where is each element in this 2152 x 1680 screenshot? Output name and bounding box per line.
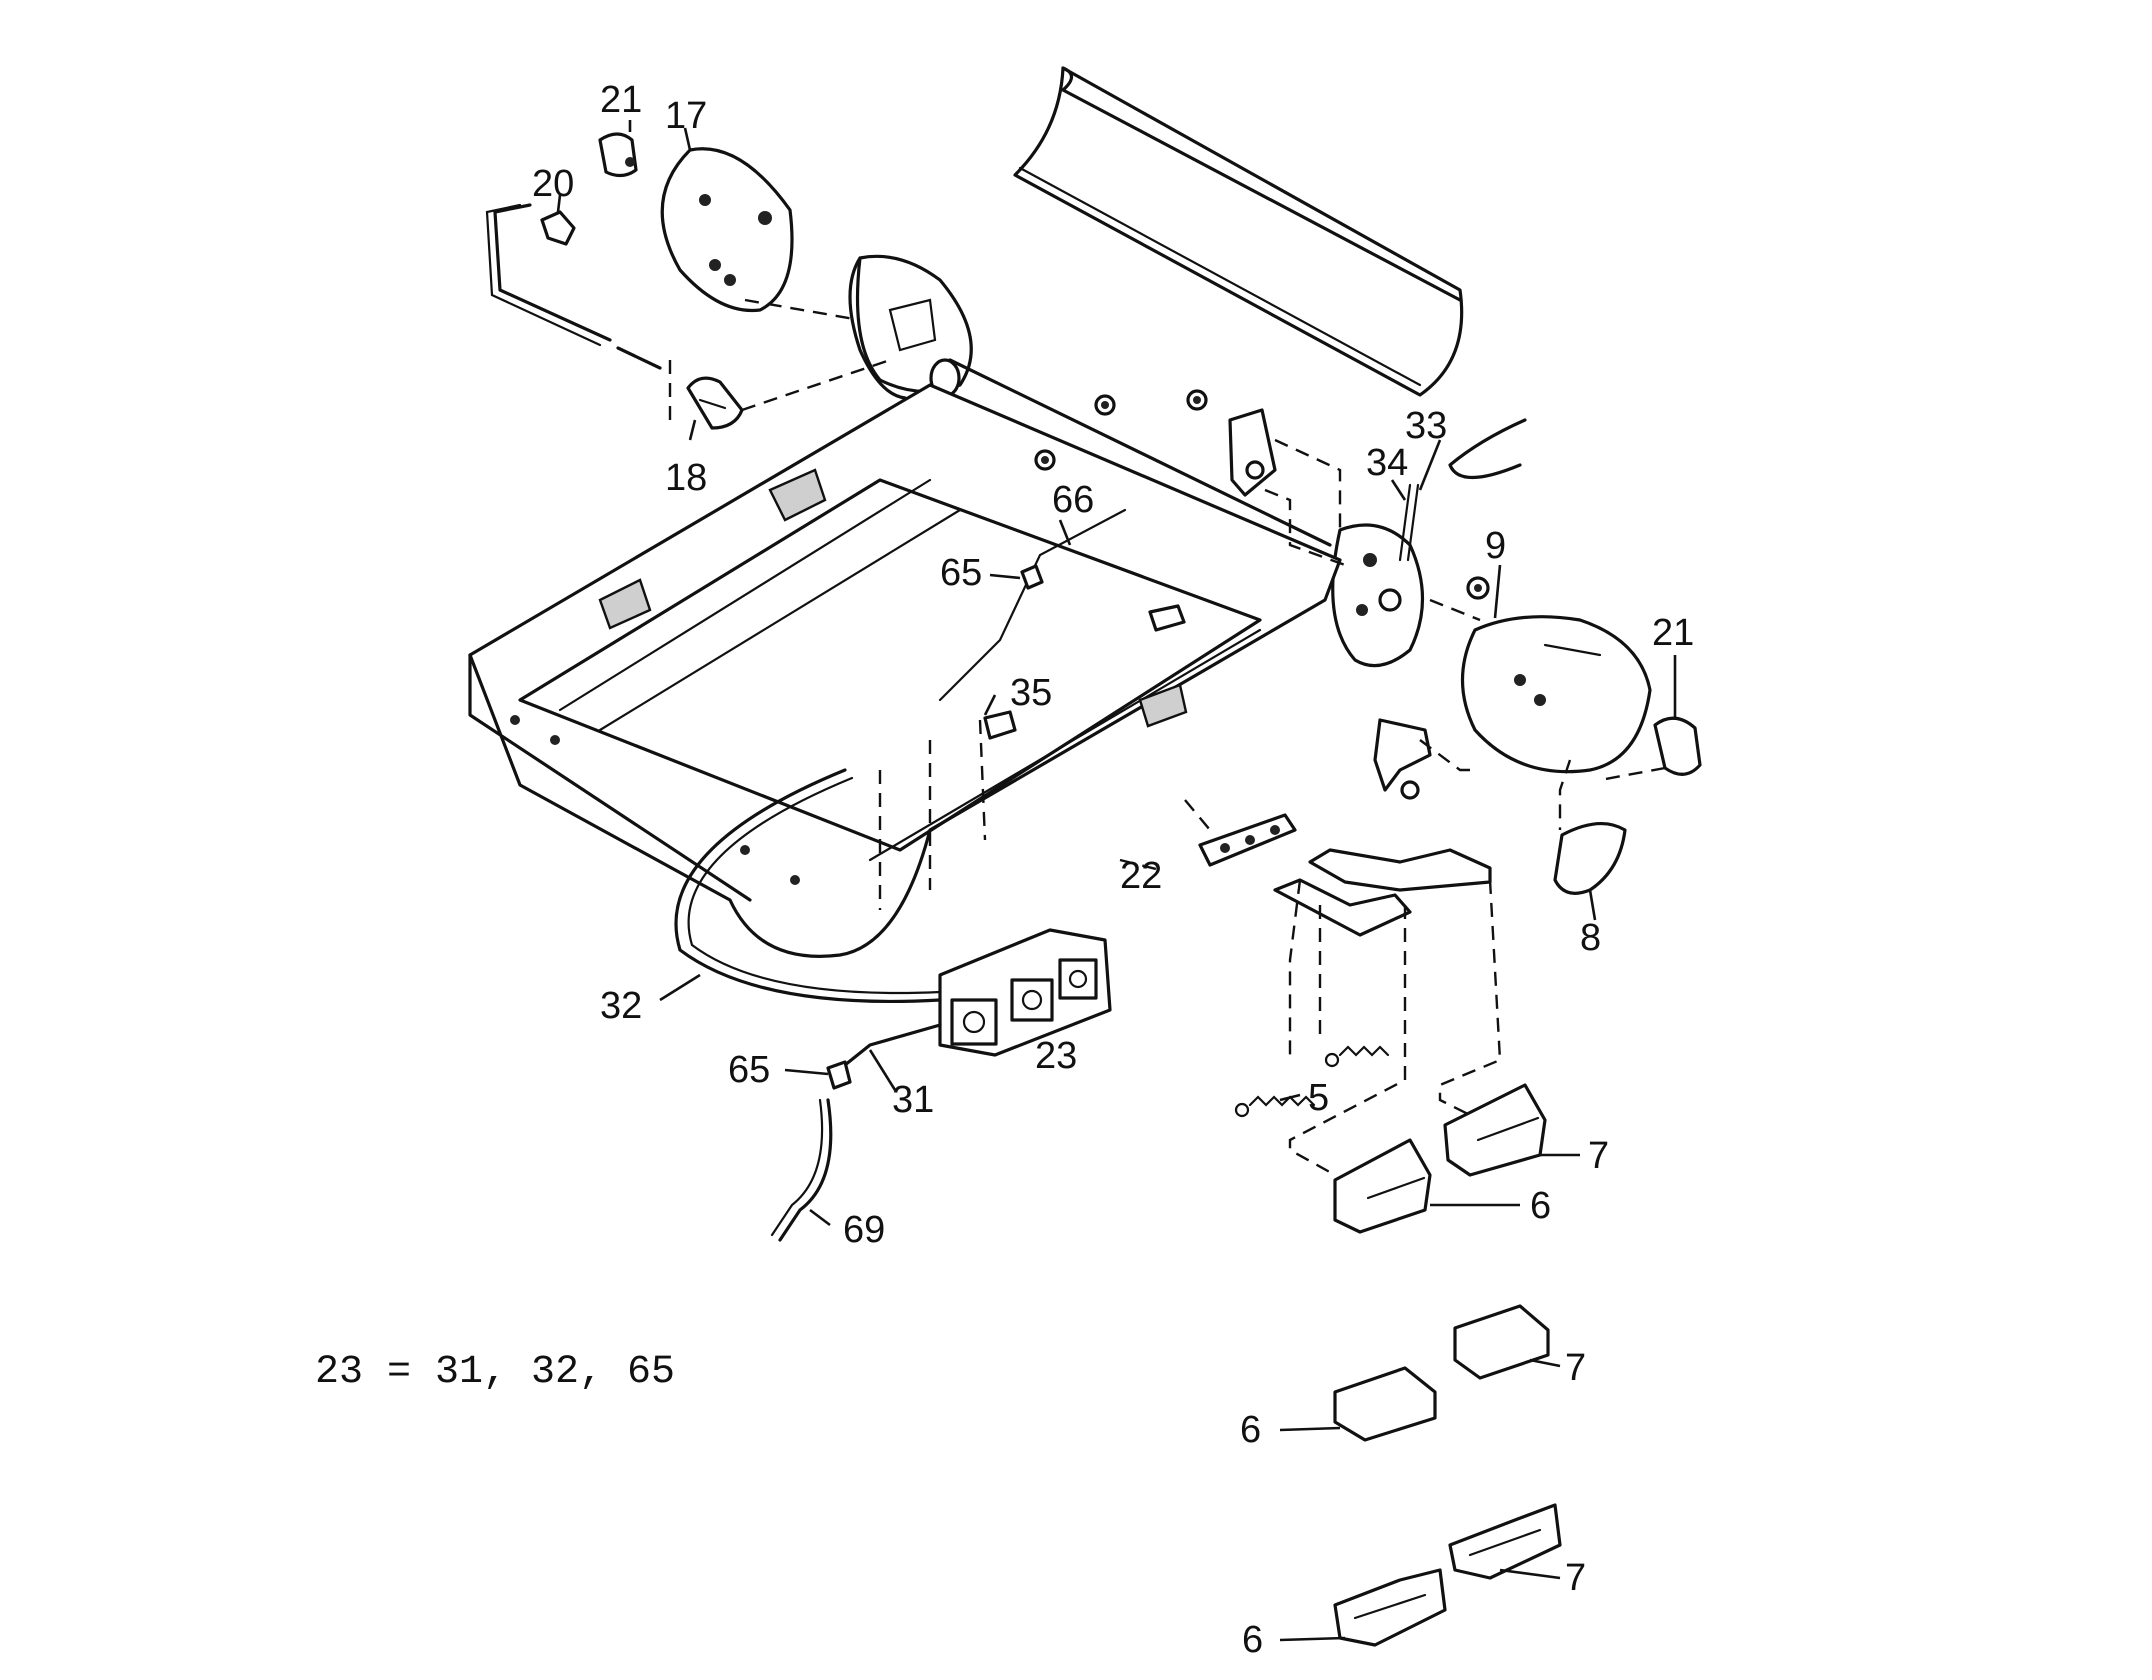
callout-65-bottom: 65: [728, 1049, 770, 1091]
left-end-cap: [660, 147, 794, 313]
callout-32: 32: [600, 985, 642, 1027]
right-end-cap: [1461, 615, 1652, 774]
spring-5b: [1324, 1045, 1390, 1068]
callout-8: 8: [1580, 917, 1601, 959]
back-shroud: [1013, 66, 1464, 397]
clip-35: [983, 710, 1017, 740]
knob-21-right: [1653, 716, 1702, 776]
callout-6-bottom: 6: [1242, 1619, 1263, 1661]
bracket-plate: [1228, 408, 1277, 497]
callout-21-top: 21: [600, 79, 642, 121]
callout-7-middle: 7: [1565, 1347, 1586, 1389]
cable-69: [770, 1098, 833, 1242]
pad-6-middle: [1333, 1366, 1437, 1442]
callout-20: 20: [532, 163, 574, 205]
cable-66: [938, 508, 1127, 702]
pedal-arm-upper: [1308, 848, 1492, 892]
switch-block-23: [938, 928, 1112, 1057]
callout-31: 31: [892, 1079, 934, 1121]
left-cylinder-end: [848, 254, 973, 400]
callout-5: 5: [1308, 1077, 1329, 1119]
wire-34: [1398, 483, 1420, 562]
callout-69: 69: [843, 1209, 885, 1251]
washer-b: [1186, 389, 1208, 411]
pad-6-bottom: [1333, 1568, 1447, 1647]
callout-21-right: 21: [1652, 612, 1694, 654]
washer-a: [1094, 394, 1116, 416]
callout-23: 23: [1035, 1035, 1077, 1077]
connector-65-bottom: [826, 1060, 852, 1090]
assembly-note: 23 = 31, 32, 65: [315, 1350, 675, 1395]
washer-c: [1034, 449, 1056, 471]
callout-6-top: 6: [1530, 1185, 1551, 1227]
lever-assembly: [1373, 718, 1432, 800]
knob-21-top: [598, 132, 638, 178]
cable-32: [674, 768, 942, 1003]
callout-35: 35: [1010, 672, 1052, 714]
pad-7-middle: [1453, 1304, 1550, 1380]
callout-65-top: 65: [940, 552, 982, 594]
callout-7-top: 7: [1588, 1135, 1609, 1177]
callout-17: 17: [665, 95, 707, 137]
callout-66: 66: [1052, 479, 1094, 521]
pad-6-top: [1333, 1138, 1432, 1234]
wire-33: [1448, 418, 1527, 480]
plug-20: [540, 210, 576, 246]
callout-33: 33: [1405, 405, 1447, 447]
pad-7-top: [1443, 1083, 1547, 1177]
cable-31: [843, 1023, 942, 1067]
assembly-lines: [668, 298, 1666, 1177]
callout-34: 34: [1366, 442, 1408, 484]
bracket-22: [1198, 813, 1297, 867]
handle-8: [1553, 821, 1627, 895]
pad-7-bottom: [1448, 1503, 1562, 1580]
washer-d: [1466, 576, 1490, 600]
callout-7-bottom: 7: [1565, 1557, 1586, 1599]
callout-6-middle: 6: [1240, 1409, 1261, 1451]
callout-9: 9: [1485, 525, 1506, 567]
callout-22: 22: [1120, 855, 1162, 897]
callout-18: 18: [665, 457, 707, 499]
rod: [485, 203, 662, 370]
seat-frame: [468, 383, 1342, 958]
spring-5a: [1234, 1095, 1316, 1118]
clip-center: [1148, 604, 1186, 632]
leader-lines: [556, 120, 1677, 1642]
